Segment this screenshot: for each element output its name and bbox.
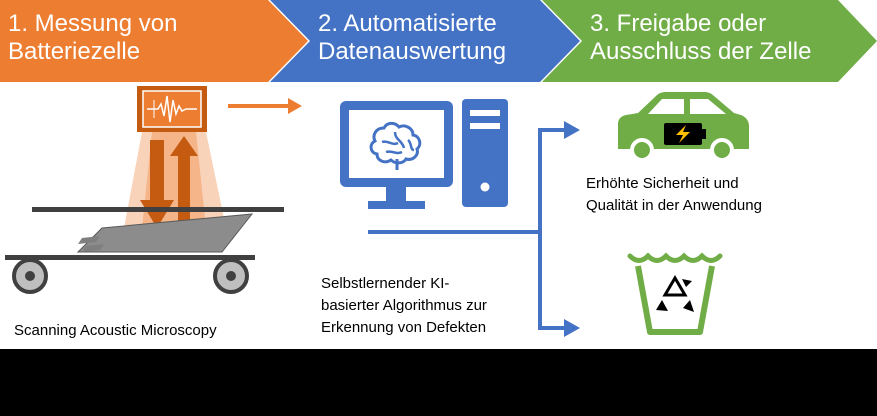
microscope-illustration [5,132,284,294]
electric-car-icon [618,92,749,162]
approval-caption: Erhöhte Sicherheit und Qualität in der A… [586,175,762,214]
step-2-label: 2. Automatisierte Datenauswertung [318,10,507,65]
step1-to-step2-arrow [228,98,302,114]
step-3-label: 3. Freigabe oder Ausschluss der Zelle [590,10,812,65]
algorithm-caption: Selbstlernender KI- basierter Algorithmu… [321,275,487,336]
microscopy-caption: Scanning Acoustic Microscopy [14,322,217,339]
step-1-label: 1. Messung von Batteriezelle [8,10,178,65]
step-2-banner [270,0,580,82]
ultrasound-sensor-icon [137,86,207,132]
decision-arrows [368,121,580,337]
computer-brain-icon [340,99,508,209]
step-1-banner [0,0,308,82]
bottom-bar [0,349,877,416]
step-3-banner [542,0,877,82]
recycling-bin-icon [627,252,723,335]
